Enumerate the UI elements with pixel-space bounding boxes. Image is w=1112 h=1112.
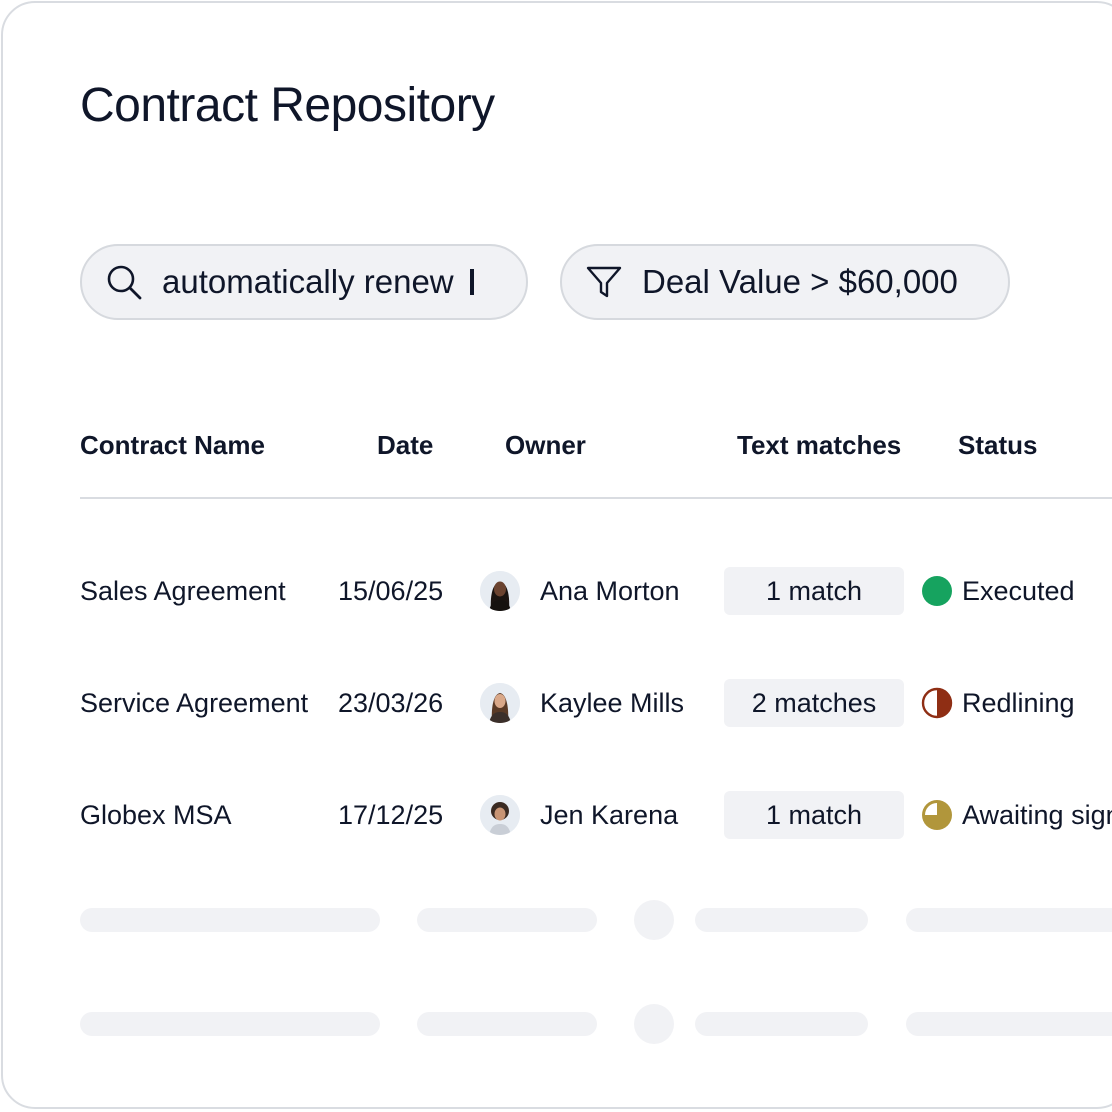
owner-name: Ana Morton <box>540 576 680 606</box>
page-title: Contract Repository <box>80 79 495 132</box>
column-header-date[interactable]: Date <box>377 430 434 460</box>
deal-value-filter-chip[interactable]: Deal Value > $60,000 <box>560 244 1010 320</box>
status-label: Redlining <box>962 688 1075 718</box>
column-header-contract-name[interactable]: Contract Name <box>80 430 265 460</box>
search-value: automatically renew <box>162 263 474 301</box>
funnel-icon <box>584 262 624 302</box>
status-label: Executed <box>962 576 1075 606</box>
contract-name: Sales Agreement <box>80 576 286 606</box>
skeleton-avatar <box>634 1004 674 1044</box>
avatar <box>480 683 520 723</box>
skeleton-bar <box>695 1012 868 1036</box>
owner-name: Kaylee Mills <box>540 688 685 718</box>
text-match-badge[interactable]: 1 match <box>724 567 904 615</box>
contract-date: 23/03/26 <box>338 688 444 718</box>
table-row[interactable]: Service Agreement 23/03/26 Kaylee Mills … <box>0 678 1112 728</box>
column-header-status[interactable]: Status <box>958 430 1038 460</box>
skeleton-bar <box>417 908 597 932</box>
search-icon <box>104 262 144 302</box>
status-executed-icon <box>922 576 952 606</box>
skeleton-bar <box>906 908 1112 932</box>
text-match-badge[interactable]: 1 match <box>724 791 904 839</box>
column-header-text-matches[interactable]: Text matches <box>737 430 902 460</box>
skeleton-avatar <box>634 900 674 940</box>
avatar <box>480 571 520 611</box>
owner-name: Jen Karena <box>540 800 679 830</box>
avatar <box>480 795 520 835</box>
skeleton-bar <box>80 1012 380 1036</box>
status-redlining-icon <box>921 687 953 719</box>
skeleton-bar <box>417 1012 597 1036</box>
header-divider <box>80 497 1112 499</box>
skeleton-bar <box>80 908 380 932</box>
contract-date: 17/12/25 <box>338 800 444 830</box>
contract-name: Service Agreement <box>80 688 309 718</box>
column-header-owner[interactable]: Owner <box>505 430 586 460</box>
status-awaiting-signature-icon <box>922 800 952 830</box>
filter-label: Deal Value > $60,000 <box>642 263 958 300</box>
contract-name: Globex MSA <box>80 800 232 830</box>
skeleton-bar <box>906 1012 1112 1036</box>
table-row[interactable]: Sales Agreement 15/06/25 Ana Morton 1 ma… <box>0 566 1112 616</box>
search-input[interactable]: automatically renew <box>80 244 528 320</box>
status-label: Awaiting signature <box>962 800 1112 830</box>
text-caret <box>469 269 474 296</box>
skeleton-bar <box>695 908 868 932</box>
table-row[interactable]: Globex MSA 17/12/25 Jen Karena 1 match A… <box>0 790 1112 840</box>
contract-date: 15/06/25 <box>338 576 444 606</box>
text-match-badge[interactable]: 2 matches <box>724 679 904 727</box>
